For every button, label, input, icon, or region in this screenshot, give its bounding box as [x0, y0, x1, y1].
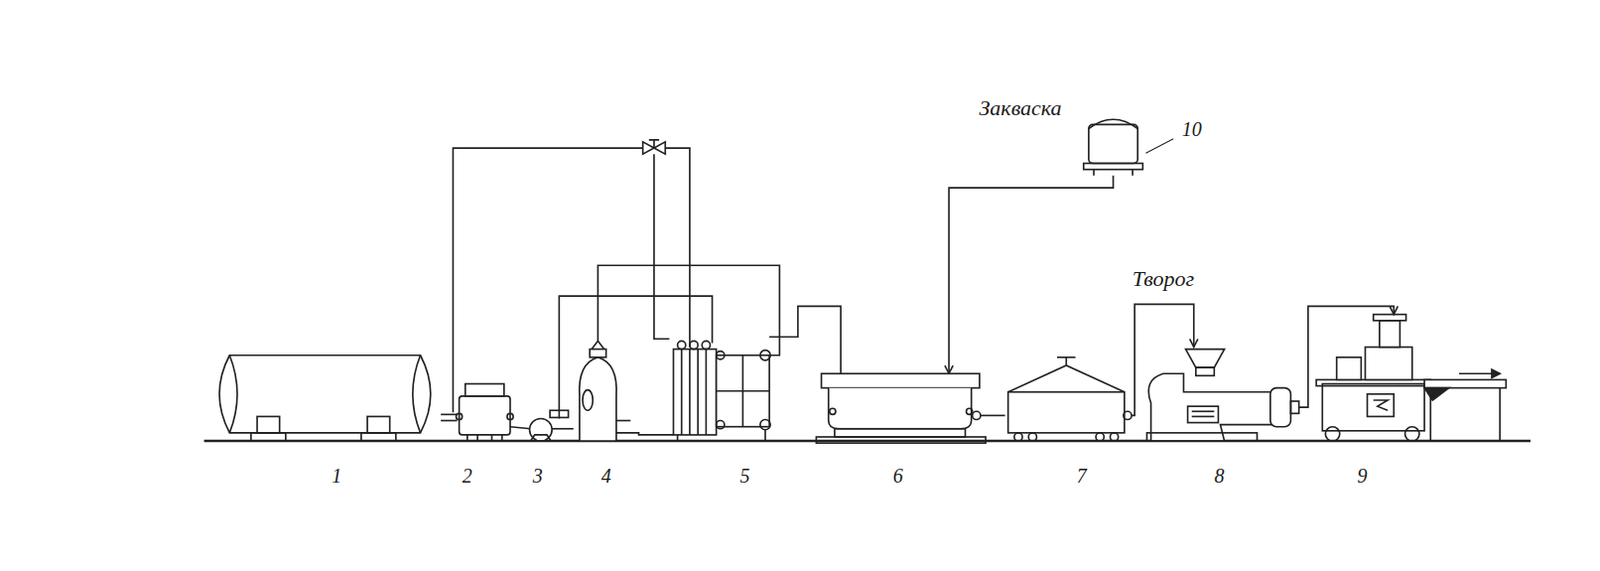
flow-label: Творог	[1130, 266, 1197, 291]
callout-number: 2	[462, 464, 473, 487]
callout-number: 9	[1356, 464, 1367, 487]
callout-number: 5	[739, 464, 750, 487]
callout-number: 4	[601, 464, 612, 487]
callout-number: 3	[533, 464, 543, 487]
callout-number: 10	[1182, 118, 1202, 140]
flow-label: Закваска	[976, 96, 1064, 121]
callout-number: 7	[1076, 464, 1087, 487]
callout-number: 1	[331, 464, 342, 487]
callout-number: 6	[893, 464, 904, 487]
callout-number: 8	[1213, 464, 1224, 487]
